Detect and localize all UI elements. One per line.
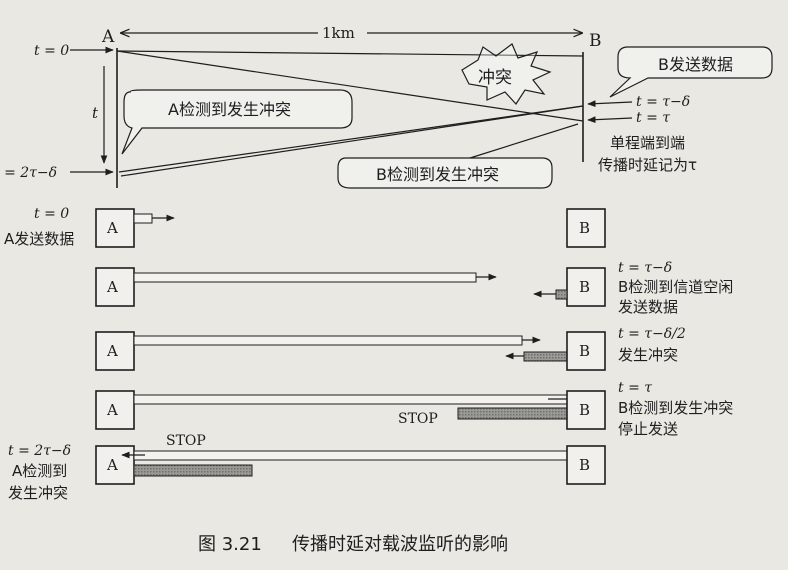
station-b-label: B [589, 31, 602, 51]
a-signal-bar [133, 272, 477, 283]
a-detect-label: A检测到发生冲突 [168, 100, 291, 119]
timing-diagram: A B 1km t = 0 t t = 2τ−δ 冲突 A检测到发生冲突 [0, 24, 773, 189]
row5-desc-line1: A检测到 [12, 462, 67, 480]
t-axis-label: t [92, 104, 99, 122]
row1-desc-label: A发送数据 [4, 230, 74, 248]
t-2tau-delta-label: t = 2τ−δ [0, 165, 57, 181]
t-tau-label: t = τ [636, 110, 670, 126]
collision-burst [461, 43, 552, 105]
station-b-box [566, 445, 606, 485]
caption-title: 传播时延对载波监听的影响 [292, 534, 508, 555]
station-b-box-label: B [579, 219, 590, 237]
t0-label: t = 0 [34, 43, 69, 59]
row4-stop-label: STOP [398, 411, 438, 427]
row2-time-label: t = τ−δ [618, 260, 672, 276]
station-a-box-label: A [106, 219, 118, 237]
b-send-callout [609, 46, 773, 98]
row-1: t = 0 A发送数据 A B [4, 206, 606, 248]
station-b-box-label: B [579, 342, 590, 360]
b-signal-bar [457, 407, 568, 420]
signal-top-line [116, 50, 584, 57]
row2-desc-line1: B检测到信道空闲 [618, 278, 733, 296]
row-4: A STOP B t = τ B检测到发生冲突 停止发送 [95, 380, 733, 438]
row-5: t = 2τ−δ A检测到 发生冲突 A STOP B [8, 433, 606, 502]
figure-caption: 图 3.21 传播时延对载波监听的影响 [198, 534, 508, 555]
distance-label: 1km [322, 24, 355, 42]
station-b-box-label: B [579, 456, 590, 474]
station-b-box-label: B [579, 278, 590, 296]
one-way-delay-line2: 传播时延记为τ [598, 156, 697, 174]
station-a-box-label: A [106, 342, 118, 360]
b-signal-bar [133, 450, 568, 461]
station-b-box [566, 390, 606, 430]
t-tau-delta-label: t = τ−δ [636, 94, 690, 110]
row5-stop-label: STOP [166, 433, 206, 449]
station-a-box-label: A [106, 456, 118, 474]
station-b-box [566, 208, 606, 248]
station-b-box [566, 267, 606, 307]
signal-b-to-a [118, 105, 584, 173]
t-tau-delta-arrow [587, 100, 633, 108]
station-a-box [95, 331, 135, 371]
b-detect-callout [337, 157, 553, 189]
b-detect-pointer [469, 123, 579, 159]
a-detect-callout [121, 89, 353, 155]
a-signal-bar [133, 464, 253, 477]
station-a-box [95, 267, 135, 307]
b-detect-label: B检测到发生冲突 [376, 165, 499, 184]
row4-desc-line2: 停止发送 [618, 420, 678, 438]
caption-number: 图 3.21 [198, 534, 262, 555]
b-send-label: B发送数据 [658, 55, 733, 74]
station-a-box-label: A [106, 278, 118, 296]
row1-time-label: t = 0 [34, 206, 69, 222]
row-3: A B t = τ−δ/2 发生冲突 [95, 326, 686, 371]
a-signal-bar [133, 394, 568, 405]
row3-time-label: t = τ−δ/2 [618, 326, 686, 342]
station-b-box-label: B [579, 401, 590, 419]
b-signal-bar [523, 351, 568, 362]
station-a-box [95, 390, 135, 430]
row3-desc-label: 发生冲突 [618, 346, 678, 364]
station-a-box-label: A [106, 401, 118, 419]
row4-desc-line1: B检测到发生冲突 [618, 399, 733, 417]
a-signal-bar [133, 335, 523, 346]
row4-time-label: t = τ [618, 380, 652, 396]
a-signal-bar [133, 213, 153, 224]
station-b-box [566, 331, 606, 371]
one-way-delay-line1: 单程端到端 [610, 134, 685, 152]
t-tau-arrow [587, 116, 633, 124]
row2-desc-line2: 发送数据 [618, 298, 678, 316]
row-2: A B t = τ−δ B检测到信道空闲 发送数据 [95, 260, 733, 316]
row5-desc-line2: 发生冲突 [8, 484, 68, 502]
station-a-box [95, 208, 135, 248]
row5-time-label: t = 2τ−δ [8, 443, 71, 459]
collision-label: 冲突 [478, 68, 512, 88]
signal-b-to-a-2 [120, 105, 584, 177]
station-a-label: A [101, 27, 115, 47]
signal-a-to-b [116, 50, 584, 122]
b-signal-bar [555, 289, 568, 300]
